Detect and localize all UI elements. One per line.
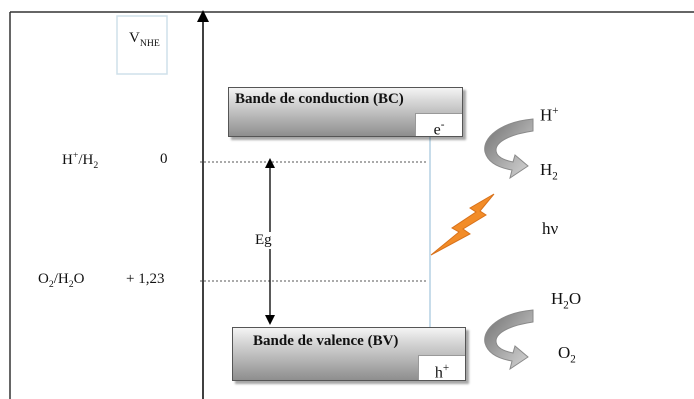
- reduction-curved-arrow-icon: [484, 118, 534, 180]
- light-label: hν: [542, 219, 559, 238]
- conduction-band-title: Bande de conduction (BC): [235, 91, 404, 107]
- band-gap-label: Eg: [254, 232, 273, 249]
- valence-band-title: Bande de valence (BV): [253, 333, 399, 349]
- hole-carrier: h+: [418, 355, 465, 381]
- conduction-band: Bande de conduction (BC) e-: [228, 87, 463, 138]
- lightning-icon: [430, 193, 495, 256]
- h-couple-label: H+/H2: [62, 150, 99, 171]
- o-potential-value: + 1,23: [126, 271, 165, 287]
- valence-band: Bande de valence (BV) h+: [232, 327, 466, 381]
- oxidation-curved-arrow-icon: [484, 309, 534, 371]
- reduction-reactant: H+: [540, 105, 559, 125]
- oxidation-product: O2: [558, 343, 576, 366]
- electron-carrier: e-: [415, 113, 462, 138]
- reduction-product: H2: [540, 160, 558, 183]
- oxidation-reactant: H2O: [551, 289, 582, 312]
- o-couple-label: O2/H2O: [38, 271, 85, 290]
- axis-label-box: [116, 15, 168, 75]
- h-potential-value: 0: [160, 151, 168, 167]
- axis-label: VNHE: [129, 30, 160, 49]
